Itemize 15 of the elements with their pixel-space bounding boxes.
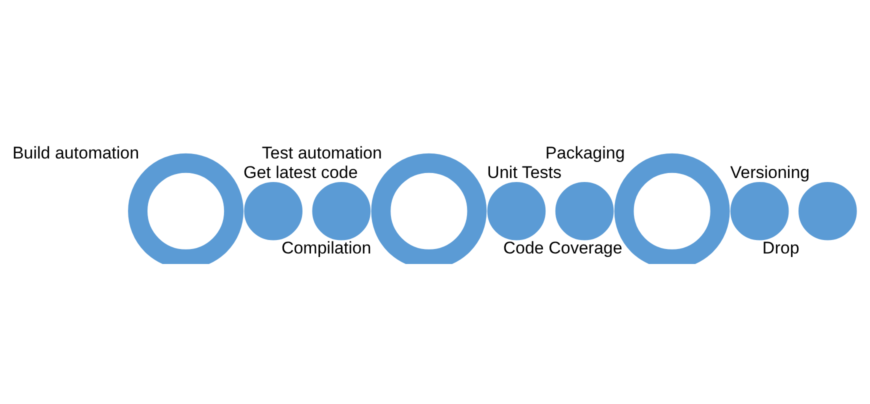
node-label: Drop <box>762 238 800 258</box>
node-label: Build automation <box>12 143 140 162</box>
node-label: Unit Tests <box>487 162 562 182</box>
node-circle <box>312 182 371 240</box>
node-circle <box>244 182 302 240</box>
node-label: Test automation <box>262 143 382 162</box>
node-label: Versioning <box>730 162 810 182</box>
node-label: Compilation <box>281 238 372 258</box>
node-circle <box>487 182 546 240</box>
node-label: Get latest code <box>243 162 358 182</box>
node-label: Packaging <box>545 143 625 162</box>
node-label: Code Coverage <box>503 238 622 258</box>
node-circle <box>730 182 789 240</box>
node-circle <box>555 182 614 240</box>
node-circle <box>798 182 857 240</box>
